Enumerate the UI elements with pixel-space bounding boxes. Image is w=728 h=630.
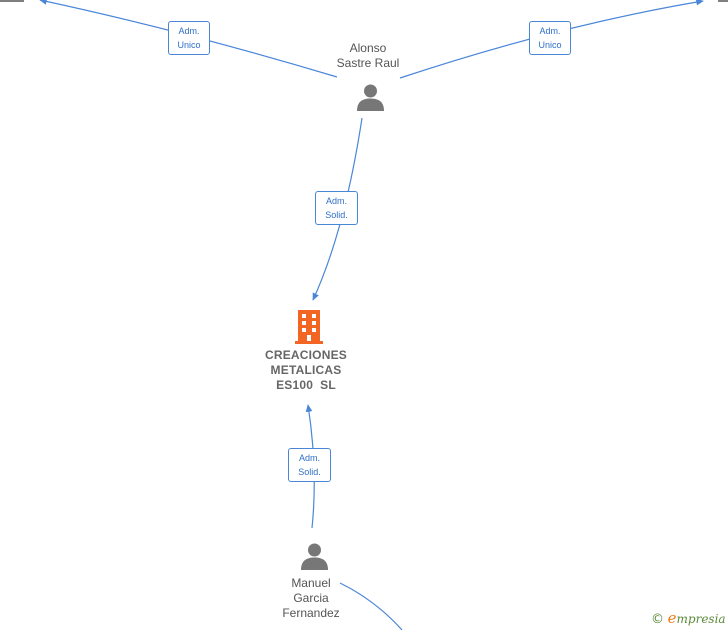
empresia-watermark: © empresia xyxy=(651,609,726,627)
building-icon[interactable] xyxy=(295,310,323,344)
edge-label-right-top-line1: Adm. xyxy=(539,26,561,36)
edge-label-left-top[interactable]: Adm. Unico xyxy=(168,21,210,55)
brand-name: mpresia xyxy=(676,612,726,626)
company-name-line1: CREACIONES xyxy=(264,348,347,362)
edge-label-left-top-line2: Unico xyxy=(177,40,201,50)
person-name-manuel[interactable]: Manuel Garcia Fernandez xyxy=(261,576,361,621)
person-name-alonso[interactable]: Alonso Sastre Raul xyxy=(318,41,418,71)
person-name-manuel-line3: Fernandez xyxy=(282,606,340,620)
edge-label-alonso-company[interactable]: Adm. Solid. xyxy=(315,191,358,225)
edge-label-right-top-line2: Unico xyxy=(538,40,562,50)
copyright-symbol: © xyxy=(651,612,664,627)
company-name[interactable]: CREACIONES METALICAS ES100 SL xyxy=(246,348,366,393)
edge-manuel-bottom xyxy=(339,582,403,630)
person-name-manuel-line2: Garcia xyxy=(293,591,329,605)
edge-label-alonso-company-line2: Solid. xyxy=(325,210,348,220)
person-name-alonso-line1: Alonso xyxy=(349,41,387,55)
edge-label-manuel-company[interactable]: Adm. Solid. xyxy=(288,448,331,482)
edge-label-manuel-company-line2: Solid. xyxy=(298,467,321,477)
edge-label-manuel-company-line1: Adm. xyxy=(298,453,320,463)
person-icon[interactable] xyxy=(300,542,329,571)
edge-label-right-top[interactable]: Adm. Unico xyxy=(529,21,571,55)
edge-label-alonso-company-line1: Adm. xyxy=(325,196,347,206)
person-name-manuel-line1: Manuel xyxy=(291,576,331,590)
edge-label-left-top-line1: Adm. xyxy=(178,26,200,36)
company-name-line3: ES100 SL xyxy=(276,378,336,392)
brand-initial: e xyxy=(667,609,677,627)
person-name-alonso-line2: Sastre Raul xyxy=(336,56,400,70)
company-name-line2: METALICAS xyxy=(270,363,342,377)
person-icon[interactable] xyxy=(356,83,385,112)
